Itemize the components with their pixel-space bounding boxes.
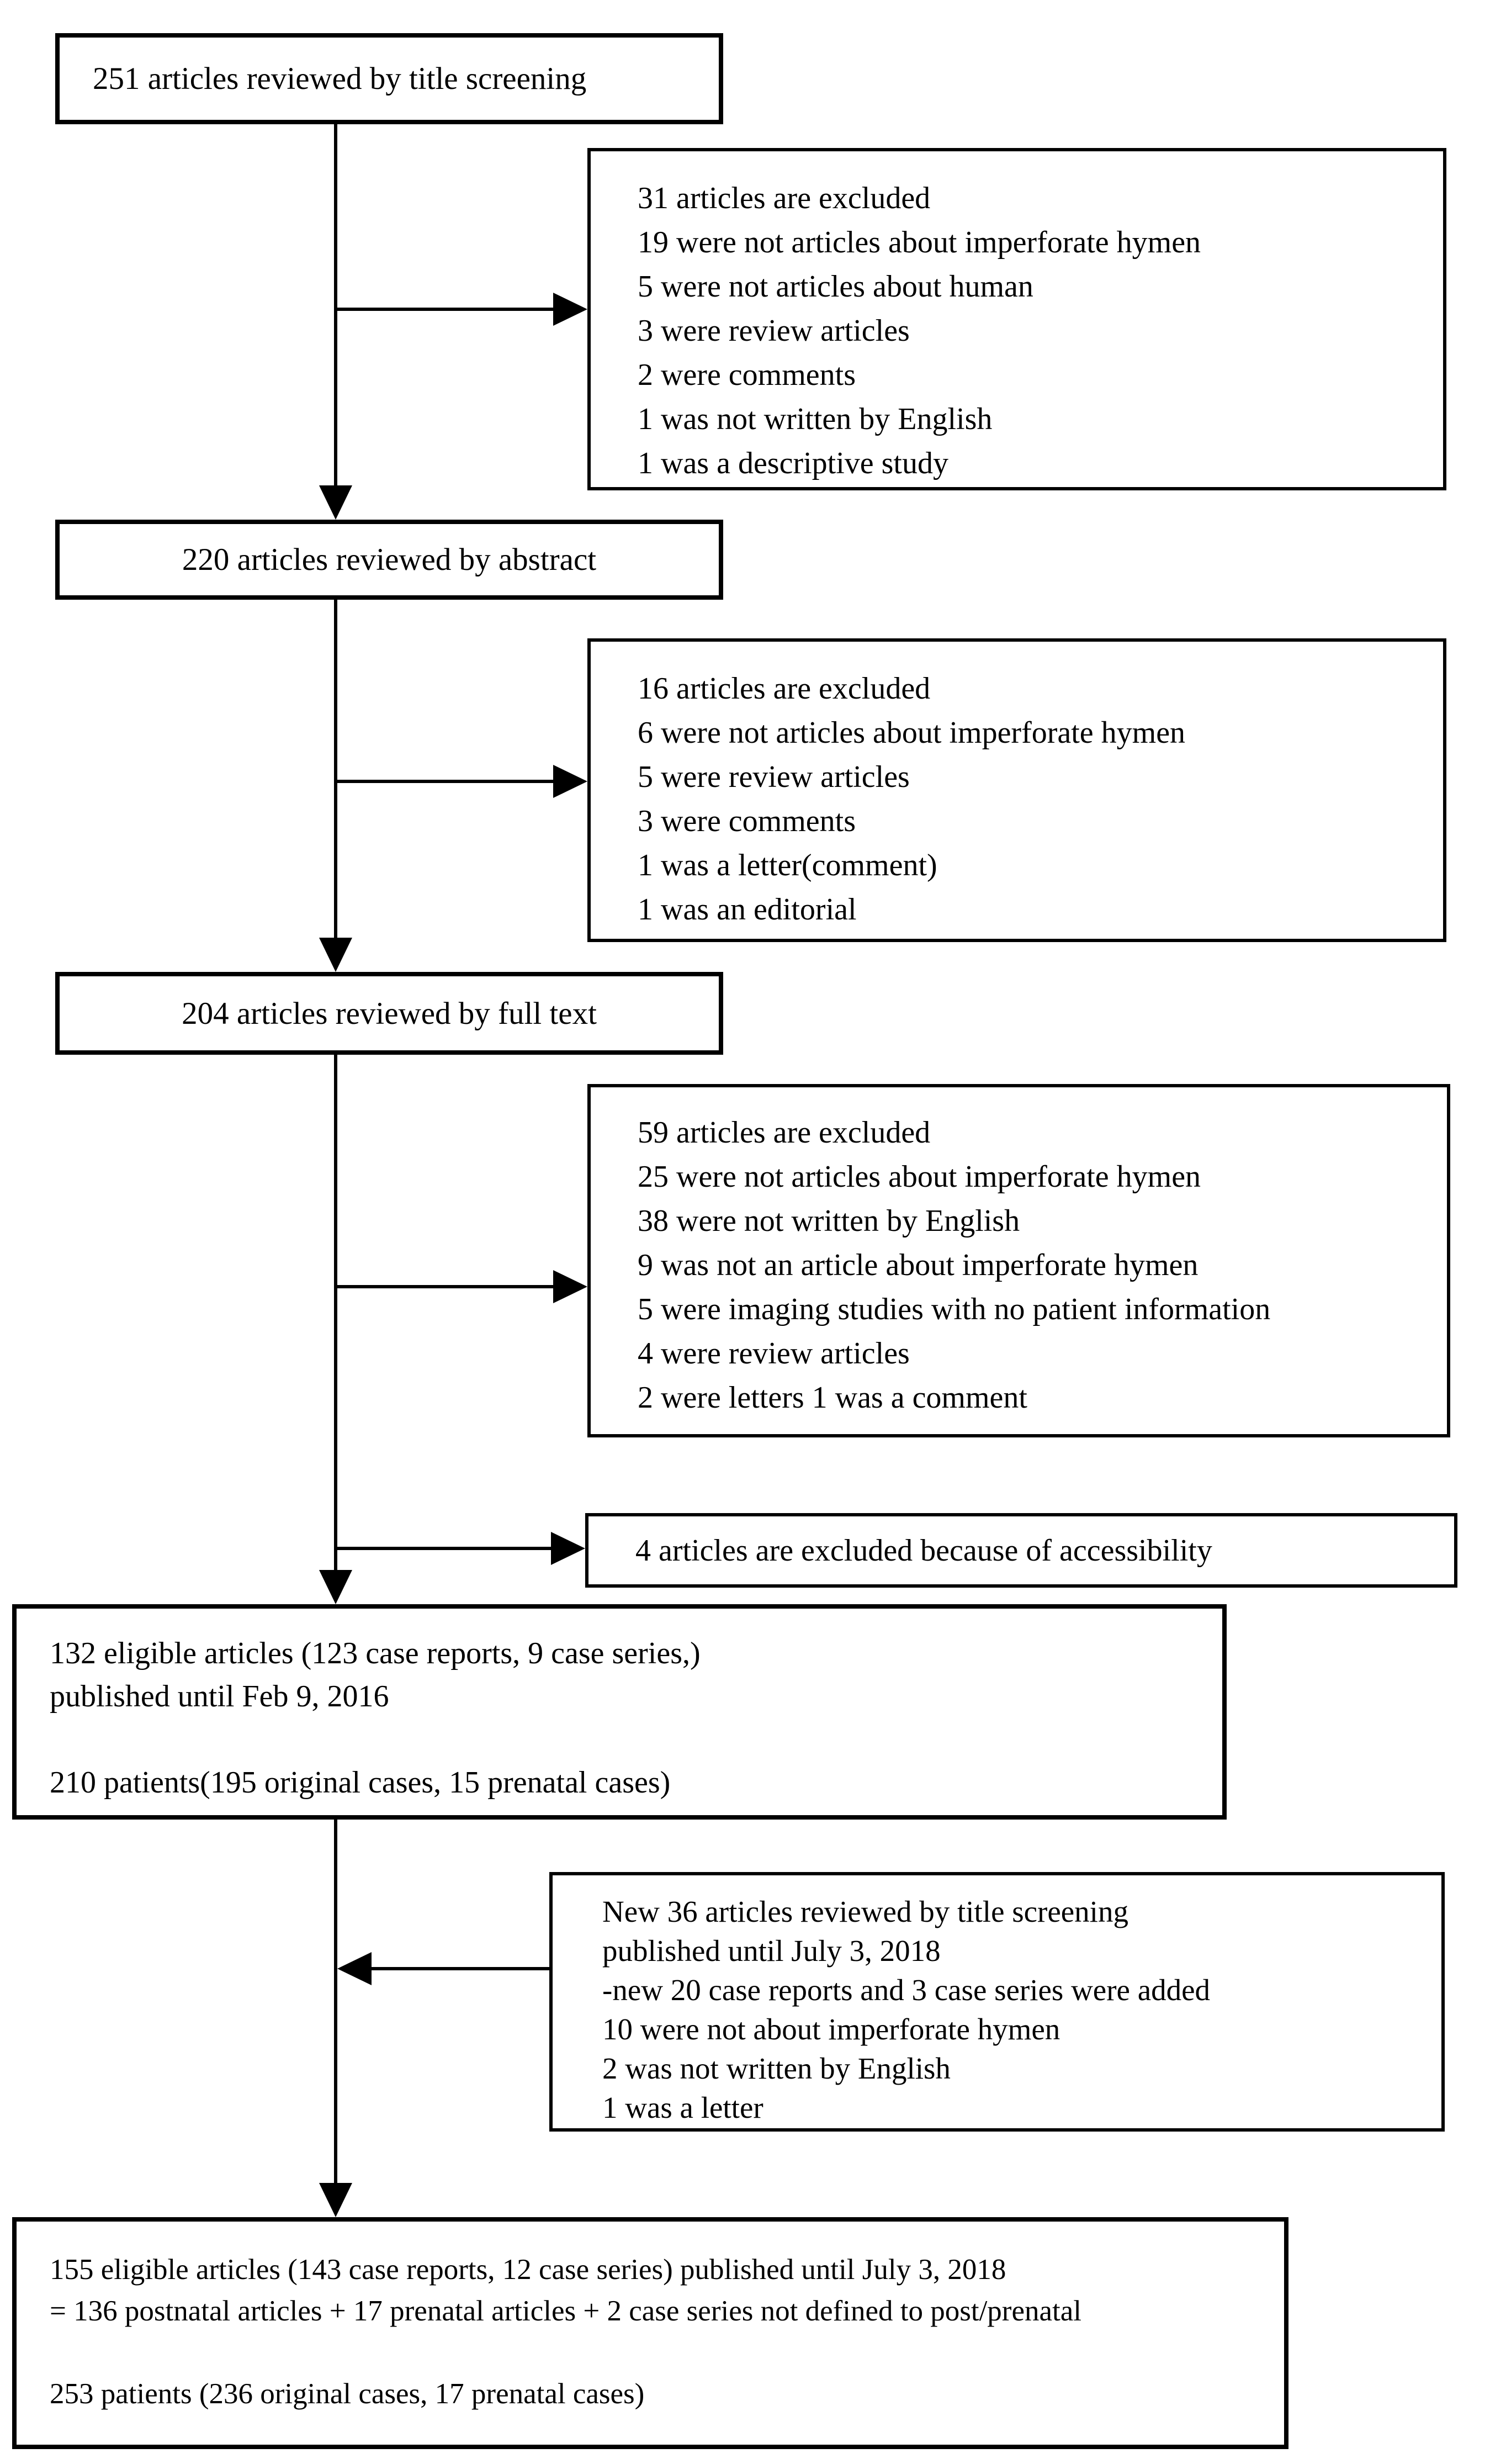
text-line: 251 articles reviewed by title screening: [93, 61, 587, 96]
arrowhead-right-accessibility-exclusion: [551, 1532, 585, 1565]
connector-branch-abstract-exclusions: [336, 780, 555, 783]
arrowhead-down-into-eligible2018: [319, 2183, 352, 2217]
box-fulltext-exclusions: 59 articles are excluded 25 were not art…: [587, 1084, 1450, 1437]
text-line: 4 articles are excluded because of acces…: [635, 1533, 1212, 1568]
text-line: 3 were comments: [638, 804, 856, 838]
text-line: 132 eligible articles (123 case reports,…: [50, 1636, 701, 1670]
text-line: [50, 1718, 1222, 1761]
box-abstract-screening: 220 articles reviewed by abstract: [55, 520, 723, 600]
text-line: 1 was not written by English: [638, 402, 993, 436]
text-line: 4 were review articles: [638, 1336, 910, 1371]
text-line: New 36 articles reviewed by title screen…: [602, 1895, 1128, 1928]
text-line: published until July 3, 2018: [602, 1934, 941, 1968]
text-line: 253 patients (236 original cases, 17 pre…: [50, 2378, 645, 2410]
text-line: 9 was not an article about imperforate h…: [638, 1248, 1199, 1282]
box-title-exclusions: 31 articles are excluded 19 were not art…: [587, 148, 1446, 490]
text-line: 210 patients(195 original cases, 15 pren…: [50, 1765, 671, 1800]
arrowhead-left-merge: [337, 1952, 372, 1985]
text-line: 16 articles are excluded: [638, 671, 931, 706]
text-line: 3 were review articles: [638, 314, 910, 348]
arrowhead-down-into-abstract: [319, 485, 352, 520]
text-line: = 136 postnatal articles + 17 prenatal a…: [50, 2295, 1081, 2327]
connector-eligible2016-to-eligible2018: [334, 1820, 337, 2184]
box-eligible-feb-2016: 132 eligible articles (123 case reports,…: [12, 1604, 1227, 1820]
text-line: 31 articles are excluded: [638, 181, 931, 215]
text-line: 5 were review articles: [638, 760, 910, 794]
text-line: 1 was a letter(comment): [638, 848, 937, 882]
connector-branch-accessibility-exclusion: [336, 1547, 553, 1550]
text-line: 2 were comments: [638, 358, 856, 392]
text-line: 2 was not written by English: [602, 2051, 951, 2085]
text-line: -new 20 case reports and 3 case series w…: [602, 1973, 1211, 2007]
arrowhead-right-title-exclusions: [553, 293, 587, 326]
text-line: 220 articles reviewed by abstract: [182, 542, 597, 577]
box-fulltext-screening: 204 articles reviewed by full text: [55, 972, 723, 1055]
box-accessibility-exclusion: 4 articles are excluded because of acces…: [585, 1513, 1457, 1588]
text-line: 5 were imaging studies with no patient i…: [638, 1292, 1271, 1326]
text-line: 10 were not about imperforate hymen: [602, 2012, 1060, 2046]
box-eligible-july-2018: 155 eligible articles (143 case reports,…: [12, 2217, 1288, 2449]
arrowhead-down-into-eligible2016: [319, 1570, 352, 1604]
connector-abstract-to-fulltext: [334, 600, 337, 939]
box-new-articles-july-2018: New 36 articles reviewed by title screen…: [549, 1872, 1445, 2132]
text-line: 155 eligible articles (143 case reports,…: [50, 2254, 1006, 2286]
arrowhead-right-abstract-exclusions: [553, 765, 587, 798]
connector-branch-fulltext-exclusions: [336, 1285, 555, 1288]
text-line: 19 were not articles about imperforate h…: [638, 225, 1201, 260]
box-abstract-exclusions: 16 articles are excluded 6 were not arti…: [587, 638, 1446, 942]
box-title-screening: 251 articles reviewed by title screening: [55, 33, 723, 124]
text-line: 1 was a letter: [602, 2091, 763, 2124]
text-line: 38 were not written by English: [638, 1204, 1020, 1238]
text-line: 59 articles are excluded: [638, 1115, 931, 1150]
text-line: 1 was an editorial: [638, 892, 857, 927]
connector-branch-title-exclusions: [336, 308, 555, 311]
text-line: 2 were letters 1 was a comment: [638, 1381, 1027, 1415]
text-line: 204 articles reviewed by full text: [182, 996, 597, 1031]
connector-new-articles-merge: [369, 1967, 549, 1970]
text-line: 25 were not articles about imperforate h…: [638, 1160, 1201, 1194]
connector-title-to-abstract: [334, 124, 337, 486]
arrowhead-down-into-fulltext: [319, 938, 352, 972]
text-line: published until Feb 9, 2016: [50, 1679, 389, 1714]
text-line: [50, 2332, 1284, 2373]
arrowhead-right-fulltext-exclusions: [553, 1270, 587, 1303]
text-line: 6 were not articles about imperforate hy…: [638, 716, 1186, 750]
connector-fulltext-to-eligible2016: [334, 1055, 337, 1571]
text-line: 1 was a descriptive study: [638, 446, 948, 480]
text-line: 5 were not articles about human: [638, 269, 1033, 304]
